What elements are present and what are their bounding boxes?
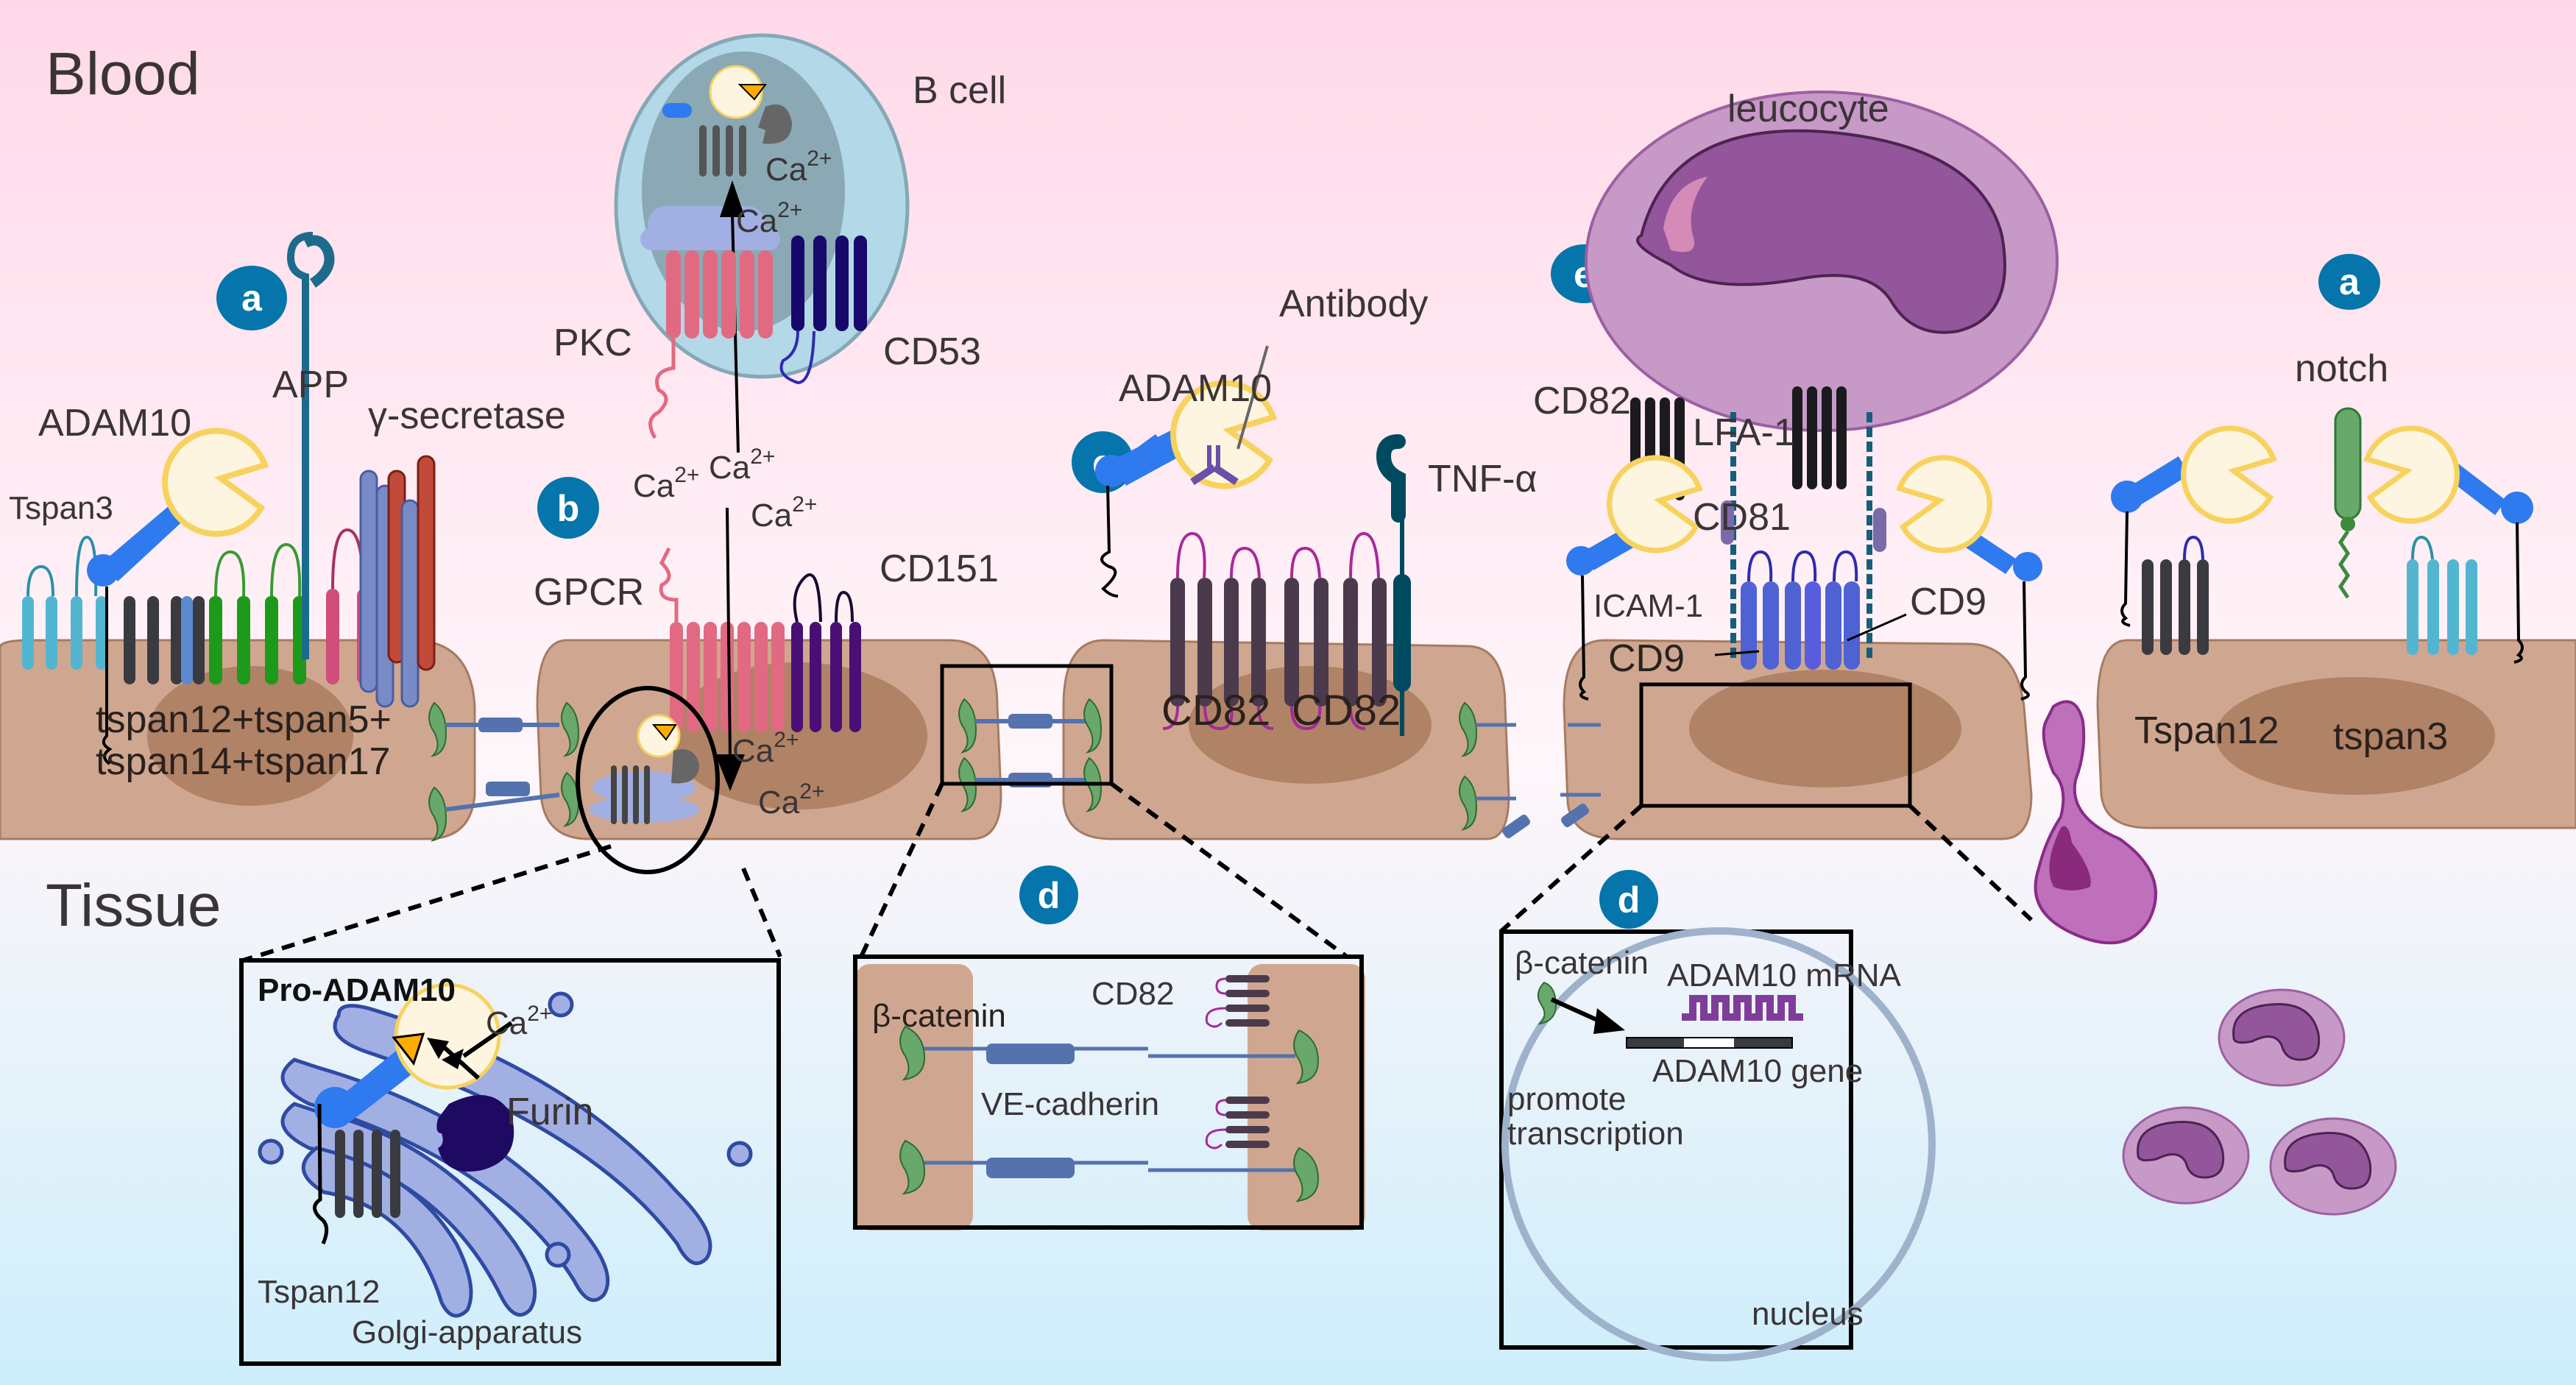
label-tspan12-right: Tspan12 <box>2134 709 2279 752</box>
zoom-box-nucleus <box>1639 682 1912 808</box>
label-nucleus: nucleus <box>1752 1296 1864 1332</box>
svg-text:d: d <box>1038 875 1061 916</box>
label-ve-cadherin: VE-cadherin <box>981 1086 1159 1122</box>
svg-text:Ca2+: Ca2+ <box>732 728 799 769</box>
label-pkc: PKC <box>553 322 632 364</box>
inset-golgi <box>239 958 781 1366</box>
antibody-pointer-line <box>1236 345 1269 450</box>
badge-b: b <box>537 477 599 539</box>
tspan12-right <box>2142 535 2209 655</box>
label-beta-catenin-nucleus: β-catenin <box>1515 945 1649 981</box>
label-lfa1: LFA-1 <box>1693 411 1795 454</box>
adam10-right-2 <box>2367 428 2533 664</box>
label-cd81: CD81 <box>1693 496 1791 539</box>
label-beta-catenin-junction: β-catenin <box>872 998 1006 1034</box>
junction-cell1-cell2 <box>428 701 580 842</box>
label-cd82-e: CD82 <box>1533 380 1631 422</box>
svg-text:a: a <box>2339 261 2360 302</box>
calcium-labels: Ca2+ Ca2+ Ca2+ Ca2+ Ca2+ Ca2+ Ca2+ <box>633 146 832 821</box>
svg-text:Ca2+: Ca2+ <box>751 492 817 534</box>
label-app: APP <box>272 364 349 406</box>
svg-text:a: a <box>241 277 263 319</box>
pkc-receptor <box>648 250 773 439</box>
label-cd53: CD53 <box>883 330 981 373</box>
label-b-cell: B cell <box>913 69 1006 112</box>
tetraspanin-cluster-left <box>22 232 436 708</box>
leucocyte-large <box>1585 91 2059 432</box>
svg-text:Ca2+: Ca2+ <box>758 779 824 821</box>
label-cd151: CD151 <box>880 548 999 590</box>
label-cd9-right: CD9 <box>1910 581 1986 623</box>
lfa1-icam1-chains <box>1721 412 1886 662</box>
notch <box>2334 407 2362 599</box>
region-label-tissue: Tissue <box>46 872 221 939</box>
label-cd82-c-1: CD82 <box>1161 687 1270 734</box>
svg-text:d: d <box>1618 879 1641 921</box>
adam10-right-1 <box>2111 428 2274 627</box>
label-tspans-line2: tspan14+tspan17 <box>96 740 390 783</box>
label-icam1: ICAM-1 <box>1593 588 1703 624</box>
label-tnf-alpha: TNF-α <box>1428 458 1537 500</box>
tissue-leucocyte-1 <box>2218 988 2346 1087</box>
inset-nucleus <box>1499 927 1936 1361</box>
adam10-e-left <box>1566 458 1699 701</box>
svg-text:Ca2+: Ca2+ <box>765 146 832 188</box>
endothelial-cell-4 <box>1563 639 2033 840</box>
svg-text:Ca2+: Ca2+ <box>633 463 699 504</box>
ca-arrow-down <box>715 507 745 791</box>
badge-a-right: a <box>2318 254 2380 310</box>
svg-text:Ca2+: Ca2+ <box>709 444 775 486</box>
region-label-blood: Blood <box>46 40 200 107</box>
label-tspan3-left: Tspan3 <box>9 490 113 526</box>
zoom-dashed-lines <box>242 782 2034 963</box>
adam10-left <box>87 431 265 765</box>
junction-cell3-cell4-broken <box>1459 701 1601 839</box>
cd53-receptor <box>779 235 867 385</box>
endothelial-cell-1 <box>0 639 476 840</box>
label-pro-adam10: Pro-ADAM10 <box>258 972 456 1008</box>
antibody <box>1190 345 1269 486</box>
label-tspan3-right: tspan3 <box>2333 715 2448 758</box>
label-cd9-left: CD9 <box>1608 637 1685 680</box>
cd82-receptors-c <box>1162 531 1387 731</box>
label-furin: Furin <box>506 1091 593 1133</box>
label-transcription: transcription <box>1507 1116 1684 1152</box>
tissue-leucocyte-2 <box>2122 1106 2250 1205</box>
tissue-leucocyte-3 <box>2269 1117 2397 1216</box>
adam10-c <box>1095 383 1273 598</box>
transmigrating-leucocyte <box>2034 700 2157 945</box>
badge-d-mid: d <box>1019 865 1078 924</box>
adam10-e-right <box>1900 458 2042 701</box>
label-leucocyte: leucocyte <box>1727 88 1889 130</box>
label-promote: promote <box>1507 1081 1626 1117</box>
label-gpcr: GPCR <box>534 571 644 614</box>
badge-a-left: a <box>216 266 287 330</box>
endothelial-cell-5 <box>2096 639 2576 829</box>
label-antibody: Antibody <box>1279 283 1428 325</box>
inset-junction <box>853 954 1365 1230</box>
tspan3-right <box>2407 535 2477 655</box>
tnf-alpha <box>1376 434 1411 736</box>
label-cd82-junction: CD82 <box>1091 976 1175 1012</box>
label-adam10-mrna: ADAM10 mRNA <box>1667 957 1901 993</box>
label-adam10-gene: ADAM10 gene <box>1652 1053 1863 1089</box>
label-tspan12-golgi: Tspan12 <box>258 1274 380 1310</box>
label-golgi-apparatus: Golgi-apparatus <box>352 1314 582 1350</box>
svg-text:Ca2+: Ca2+ <box>736 198 802 239</box>
cd151-receptor <box>791 573 861 732</box>
label-tspans-line1: tspan12+tspan5+ <box>96 698 392 741</box>
gpcr-receptor <box>659 547 785 732</box>
label-adam10-left: ADAM10 <box>38 402 191 444</box>
label-adam10-c: ADAM10 <box>1119 367 1272 410</box>
label-cd82-c-2: CD82 <box>1292 687 1401 734</box>
label-ca-golgi: Ca2+ <box>486 1002 552 1041</box>
svg-text:b: b <box>557 488 580 529</box>
golgi-mini-circle <box>576 686 720 874</box>
label-notch: notch <box>2295 347 2388 390</box>
badge-d-right: d <box>1599 870 1658 929</box>
cd9-cluster <box>1714 550 1907 670</box>
label-gamma-secretase: γ-secretase <box>368 394 566 437</box>
zoom-box-junction <box>940 664 1114 786</box>
